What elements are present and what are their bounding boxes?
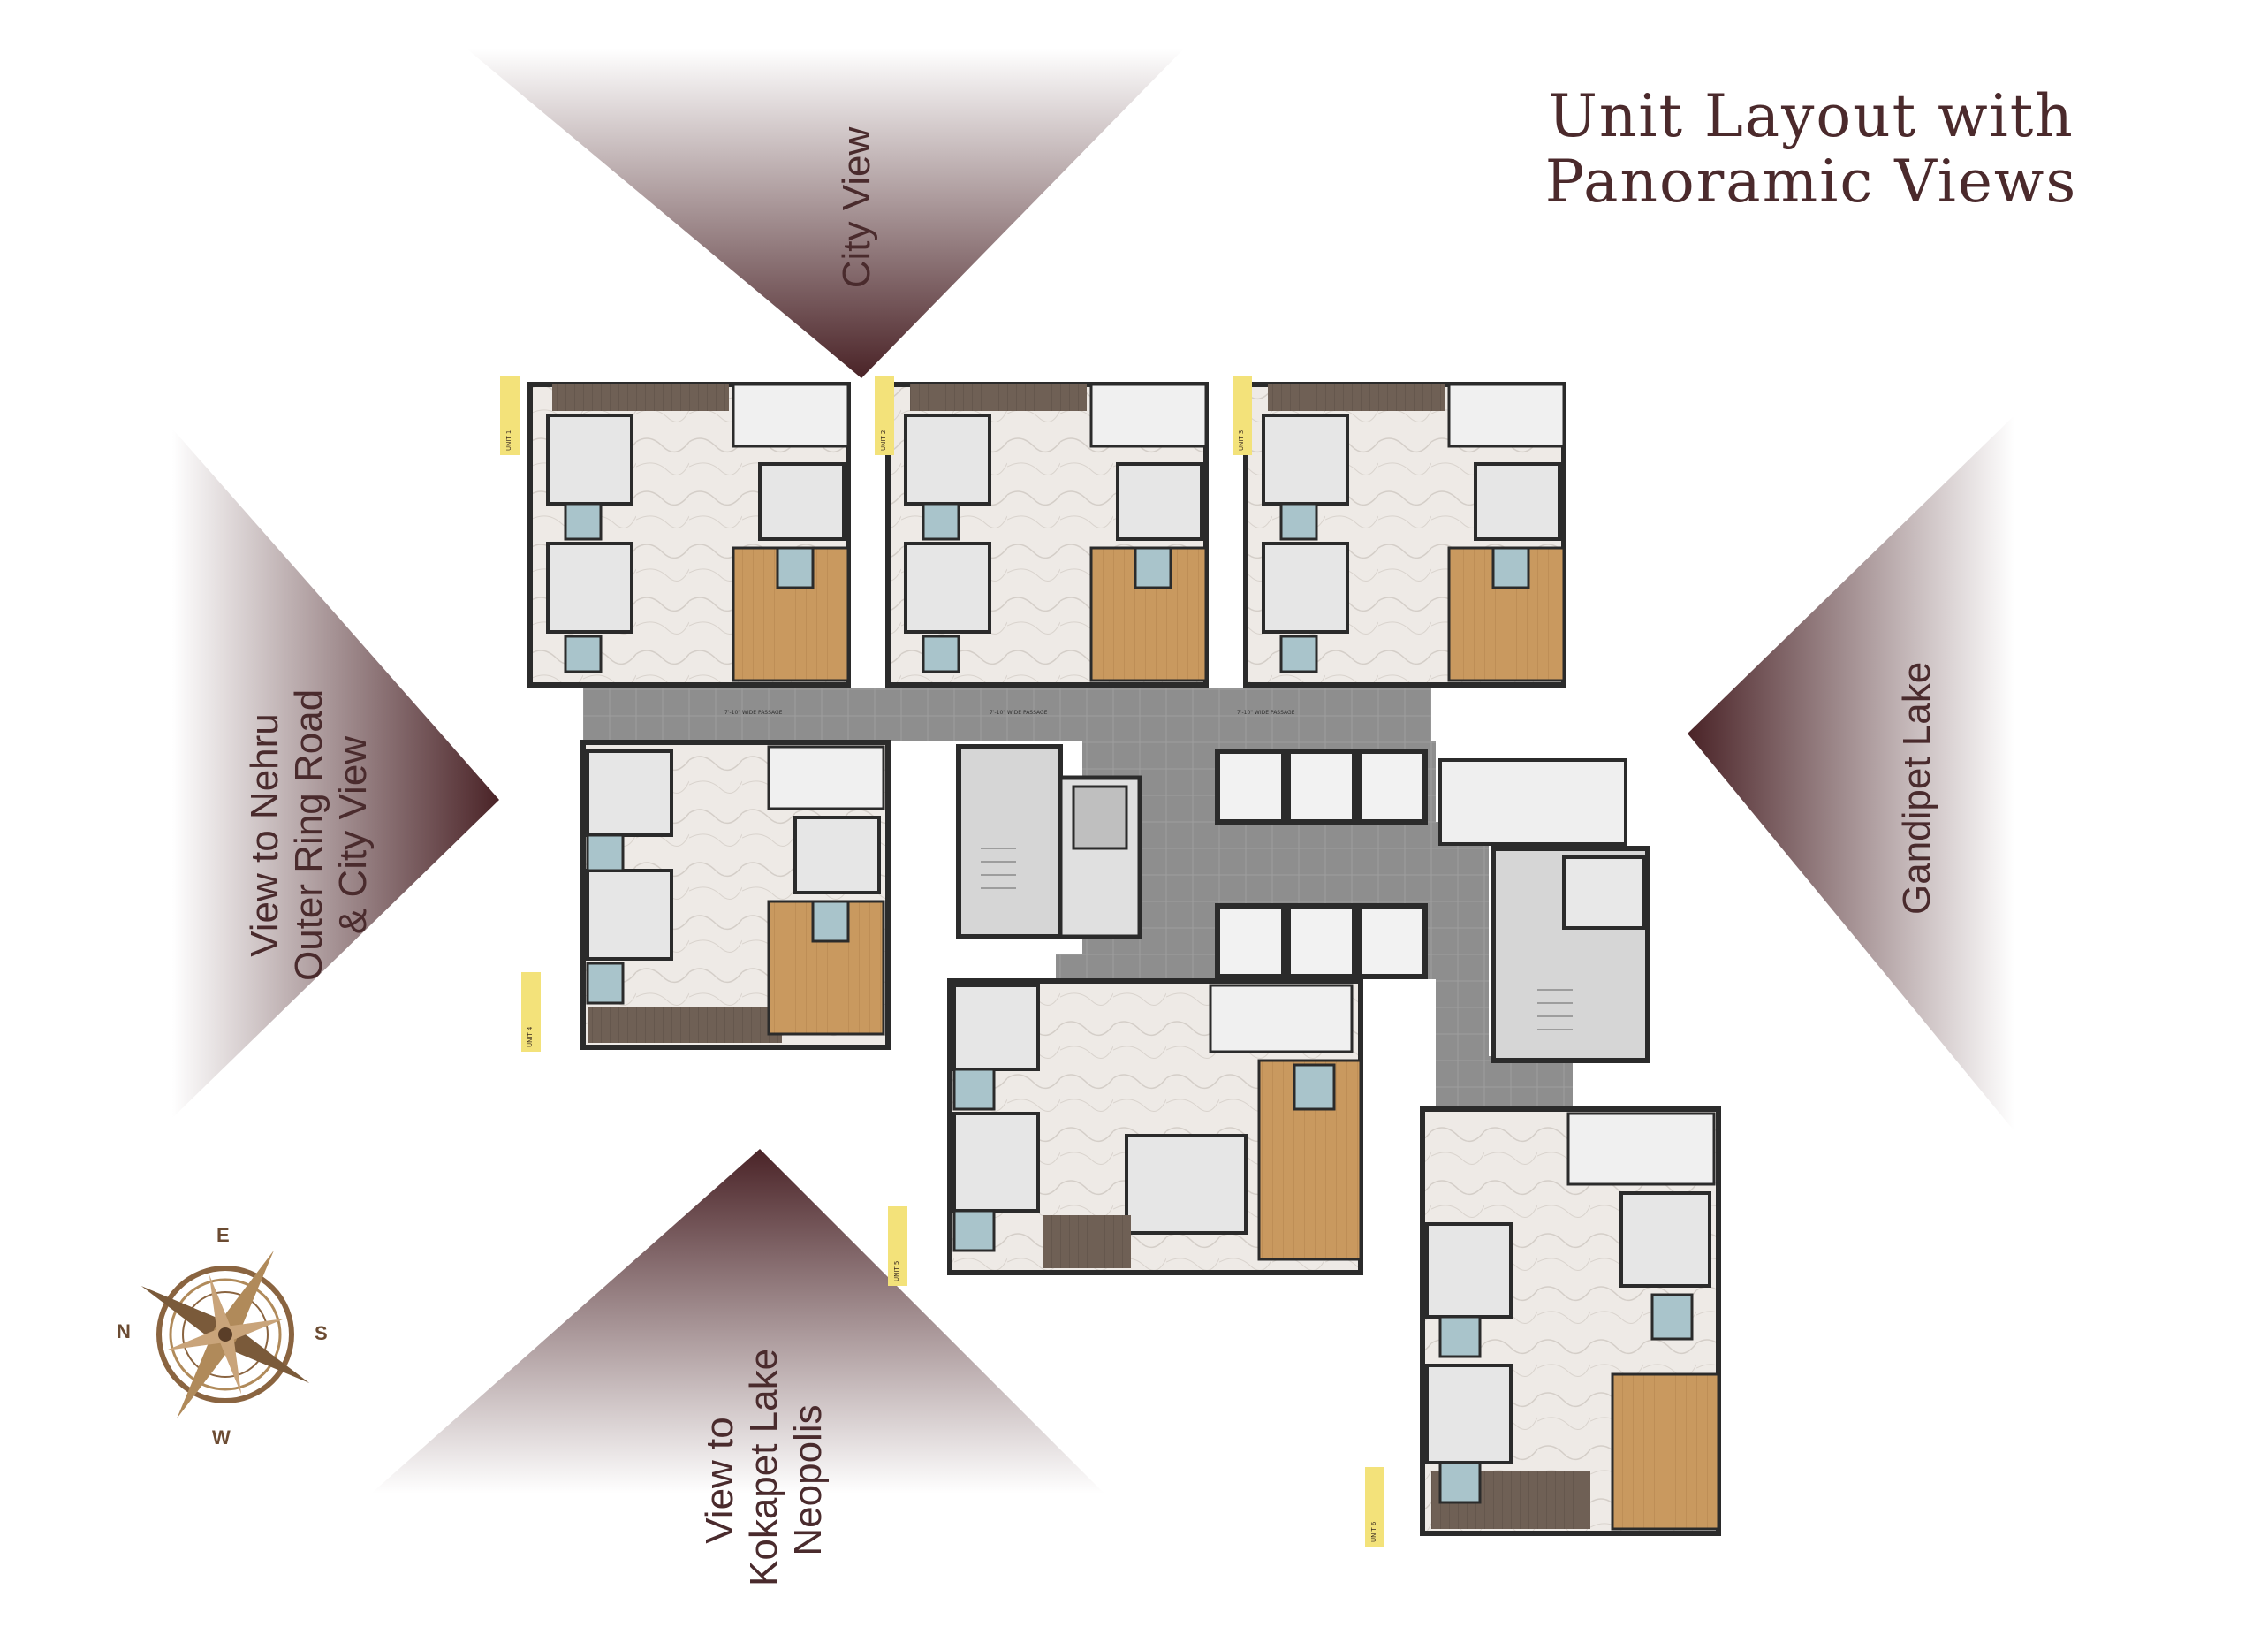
south-view-label: View to Kokapet Lake Neopolis: [698, 1348, 831, 1586]
east-view-label: Gandipet Lake: [1895, 661, 1938, 915]
north-view-label: City View: [835, 126, 878, 289]
unit-tags: [500, 376, 1384, 1547]
west-view-label: View to Nehru Outer Ring Road & City Vie…: [243, 689, 375, 981]
fire-tower: [1438, 758, 1650, 1063]
south-view-line-2: Kokapet Lake: [742, 1348, 785, 1586]
west-view-line-2: Outer Ring Road: [287, 688, 330, 981]
passage-label: 7'-10" WIDE PASSAGE: [1237, 710, 1295, 716]
lift-bank: [1215, 749, 1428, 979]
unit-tag-label: UNIT 6: [1370, 1521, 1377, 1542]
compass-w: W: [212, 1426, 231, 1449]
west-view-line-1: View to Nehru: [243, 713, 286, 957]
page-title: Unit Layout with Panoramic Views: [1502, 84, 2120, 215]
unit-tag-label: UNIT 2: [880, 430, 887, 451]
compass-rose: [140, 1250, 310, 1419]
unit-block: [580, 740, 891, 1050]
north-view-wedge: [466, 49, 1184, 378]
west-view-line-3: & City View: [331, 735, 375, 935]
unit-tag-label: UNIT 3: [1238, 430, 1245, 451]
east-view-wedge: [1688, 415, 2014, 1131]
south-view-wedge: [371, 1149, 1104, 1494]
unit-block: [1420, 1106, 1721, 1536]
unit-block: [527, 382, 851, 688]
fire-exit-staircase: [956, 744, 1142, 939]
compass-n: N: [117, 1320, 131, 1342]
compass-e: E: [216, 1224, 230, 1246]
west-view-wedge: [172, 429, 499, 1118]
unit-block: [1243, 382, 1566, 688]
south-view-line-3: Neopolis: [786, 1404, 830, 1556]
title-line-1: Unit Layout with: [1548, 82, 2075, 150]
unit-block: [947, 978, 1363, 1275]
unit-tag-label: UNIT 5: [893, 1260, 900, 1281]
unit-block: [885, 382, 1209, 688]
unit-tag-label: UNIT 4: [527, 1026, 534, 1047]
passage-label: 7'-10" WIDE PASSAGE: [990, 710, 1048, 716]
compass-s: S: [315, 1322, 328, 1344]
passage-label: 7'-10" WIDE PASSAGE: [724, 710, 783, 716]
unit-tag-label: UNIT 1: [505, 430, 512, 451]
title-line-2: Panoramic Views: [1544, 148, 2078, 216]
south-view-line-1: View to: [698, 1417, 741, 1544]
